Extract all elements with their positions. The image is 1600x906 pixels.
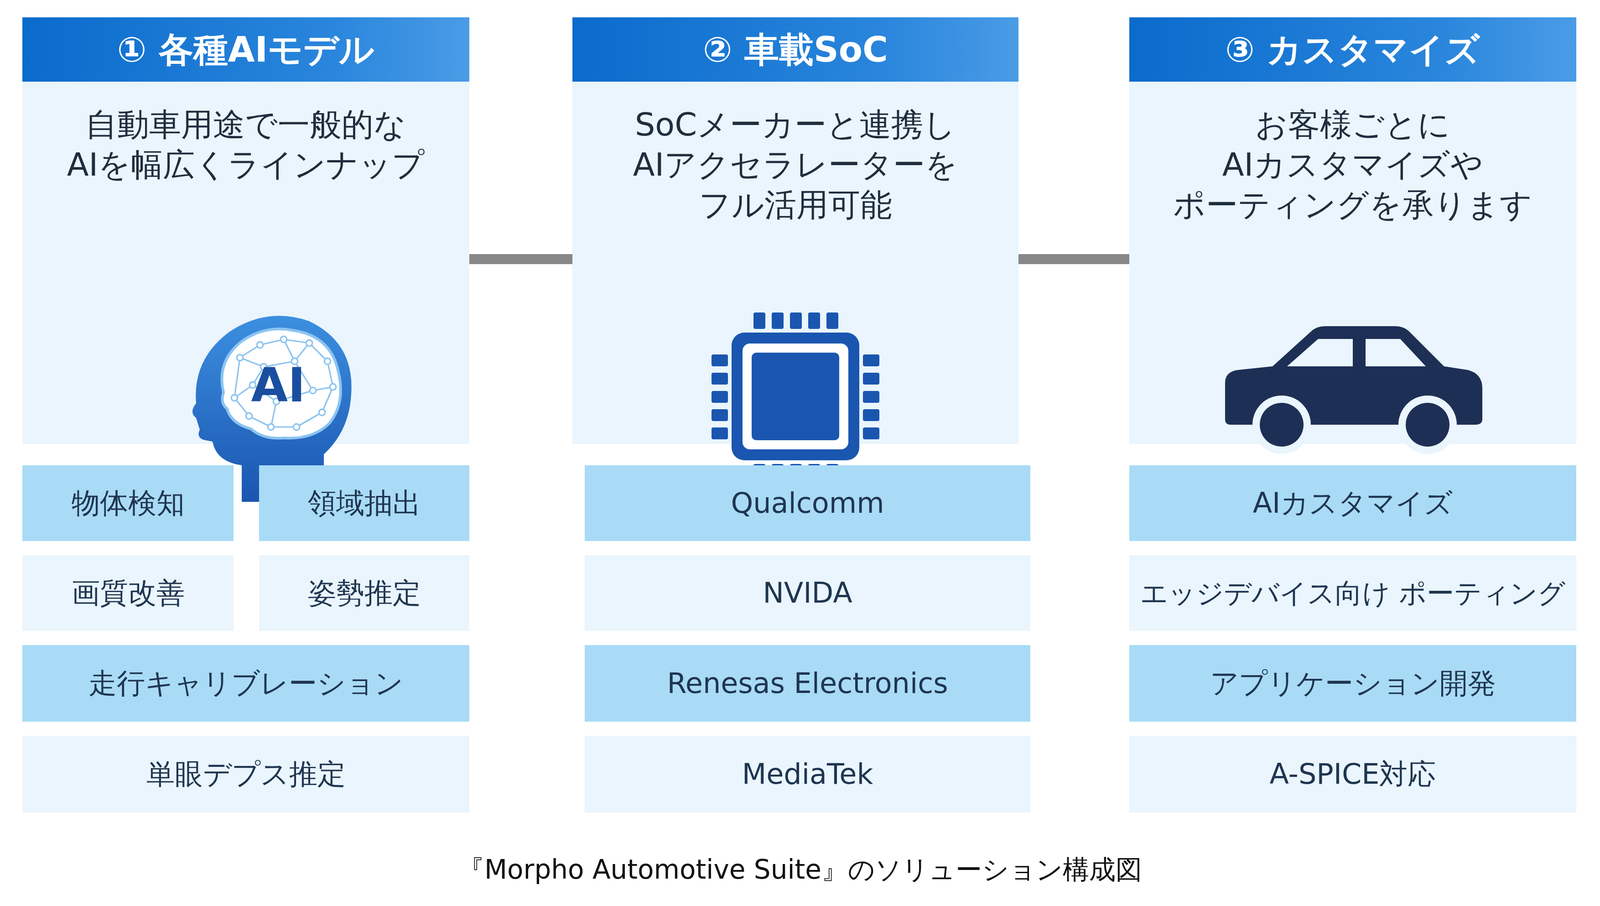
column-panel: お客様ごとに AIカスタマイズや ポーティングを承ります	[1129, 81, 1577, 444]
chip-pin	[862, 427, 880, 440]
brain-node	[329, 383, 337, 390]
chip-pin	[826, 312, 839, 329]
body-text: SoCメーカーと連携し AIアクセラレーターを フル活用可能	[590, 104, 1001, 226]
icon-label: AI	[250, 361, 306, 409]
item-box: 単眼デプス推定	[22, 735, 470, 813]
brain-node	[293, 423, 300, 431]
brain-node	[280, 336, 287, 343]
item-box: Renesas Electronics	[584, 644, 1031, 722]
solution-column: ② 車載SoC SoCメーカーと連携し AIアクセラレーターを フル活用可能	[572, 17, 1019, 444]
brain-node	[236, 354, 244, 361]
item-text: Renesas Electronics	[659, 665, 956, 702]
brain-node	[256, 341, 264, 349]
item-box: 領域抽出	[259, 465, 470, 541]
header-text: ③ カスタマイズ	[1225, 28, 1481, 71]
solution-column: ③ カスタマイズお客様ごとに AIカスタマイズや ポーティングを承ります	[1129, 17, 1577, 444]
item-text: AIカスタマイズ	[1245, 485, 1461, 521]
item-text: 領域抽出	[300, 485, 429, 521]
item-box: 画質改善	[22, 555, 234, 631]
brain-node	[231, 394, 238, 401]
item-text: 姿勢推定	[300, 575, 429, 611]
chip-pin	[711, 427, 728, 440]
column-panel: 自動車用途で一般的な AIを幅広くラインナップ	[22, 81, 470, 444]
item-box: 姿勢推定	[259, 555, 470, 631]
body-text: お客様ごとに AIカスタマイズや ポーティングを承ります	[1147, 104, 1559, 226]
item-box: Qualcomm	[584, 465, 1031, 541]
item-text: 物体検知	[64, 485, 193, 521]
column-header: ② 車載SoC	[572, 17, 1019, 82]
connector-bar	[469, 254, 573, 265]
header-text: ② 車載SoC	[702, 28, 889, 71]
brain-node	[245, 412, 253, 420]
chip-pin	[789, 312, 802, 329]
chip-pin	[753, 312, 766, 329]
brain-node	[318, 409, 326, 416]
item-text: 単眼デプス推定	[139, 756, 354, 792]
item-text: MediaTek	[734, 756, 881, 792]
item-box: MediaTek	[584, 735, 1031, 813]
solution-column: ① 各種AIモデル自動車用途で一般的な AIを幅広くラインナップ	[22, 17, 470, 444]
connector-bar	[1018, 254, 1130, 265]
brain-link	[283, 339, 310, 343]
item-box: アプリケーション開発	[1129, 644, 1577, 722]
brain-link	[270, 425, 297, 428]
item-text: A-SPICE対応	[1262, 756, 1444, 792]
item-text: アプリケーション開発	[1202, 665, 1504, 702]
item-text: Qualcomm	[723, 485, 892, 521]
item-box: A-SPICE対応	[1129, 735, 1577, 813]
item-box: 物体検知	[22, 465, 234, 541]
brain-link	[234, 357, 240, 398]
chip-pin	[711, 354, 728, 367]
chip-pin	[711, 390, 728, 403]
chip-pin	[862, 409, 880, 421]
column-header: ① 各種AIモデル	[22, 17, 470, 82]
brain-link	[327, 361, 333, 387]
item-text: 走行キャリブレーション	[81, 665, 411, 702]
brain-node	[309, 387, 317, 394]
column-panel: SoCメーカーと連携し AIアクセラレーターを フル活用可能	[572, 81, 1019, 444]
brain-link	[322, 386, 333, 413]
chip-pin	[862, 390, 880, 403]
item-box: 走行キャリブレーション	[22, 644, 470, 722]
item-box: AIカスタマイズ	[1129, 465, 1577, 541]
chip-pin	[711, 409, 728, 421]
brain-node	[306, 339, 313, 347]
chip-pin	[862, 372, 880, 385]
caption: 『Morpho Automotive Suite』のソリューション構成図	[0, 851, 1600, 888]
chip-pin	[771, 312, 784, 329]
item-box: NVIDA	[584, 555, 1031, 631]
item-text: エッジデバイス向け ポーティング	[1132, 576, 1573, 611]
soc-chip-icon	[704, 305, 887, 488]
item-text: 画質改善	[64, 575, 193, 611]
car-icon	[1215, 318, 1490, 456]
chip-pin	[808, 312, 821, 329]
chip-pin	[862, 354, 880, 367]
brain-link	[296, 412, 323, 427]
brain-node	[267, 423, 275, 431]
item-box: エッジデバイス向け ポーティング	[1129, 555, 1577, 631]
column-header: ③ カスタマイズ	[1129, 17, 1577, 82]
header-text: ① 各種AIモデル	[117, 28, 375, 71]
body-text: 自動車用途で一般的な AIを幅広くラインナップ	[40, 104, 452, 185]
item-text: NVIDA	[755, 575, 860, 611]
brain-node	[324, 358, 331, 365]
brain-link	[309, 342, 328, 362]
chip-pin	[711, 372, 728, 385]
